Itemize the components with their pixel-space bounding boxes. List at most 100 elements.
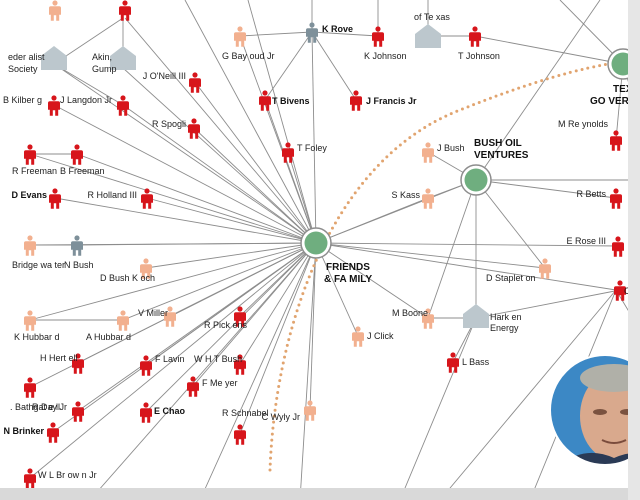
- person-icon: [117, 310, 129, 331]
- person-label-kass: S Kass: [391, 190, 420, 200]
- hub-bush-oil-label-2: VENTURES: [474, 150, 529, 161]
- person-label-schnabel: R Schnabel: [222, 408, 269, 418]
- org-akin-gump-label-2: Gump: [92, 64, 117, 74]
- people-layer: G Bay oud Jr K Rove K Johnson T Johnson J O'…: [3, 0, 631, 489]
- person-label-kilberg: B Kilber g: [3, 95, 42, 105]
- person-icon: [24, 235, 36, 256]
- person-node-kilberg: B Kilber g: [3, 95, 60, 116]
- person-label-tjohnson: T Johnson: [458, 51, 500, 61]
- person-label-jclick: J Click: [367, 331, 394, 341]
- person-label-spogli: R Spogli: [152, 119, 186, 129]
- person-node-rfreeman: R Freeman: [12, 144, 57, 176]
- person-label-rfreeman: R Freeman: [12, 166, 57, 176]
- person-label-c-right: C: [624, 286, 631, 296]
- person-icon: [234, 424, 246, 445]
- person-label-nbush: N Bush: [64, 260, 94, 270]
- hub-friends-family-label-1: FRIENDS: [326, 262, 370, 273]
- person-node-foley: T Foley: [282, 142, 327, 163]
- person-label-bfreeman: B Freeman: [60, 166, 105, 176]
- person-icon: [71, 144, 83, 165]
- org-of-texas: of Te xas: [414, 12, 450, 48]
- person-label-reynolds: M Re ynolds: [558, 119, 609, 129]
- person-node-reynolds: M Re ynolds: [558, 119, 622, 151]
- person-node-khubbard: K Hubbar d: [14, 310, 60, 342]
- person-node-whtbush: W H T Bush: [194, 354, 246, 375]
- person-icon: [187, 376, 199, 397]
- org-harken-label-2: Energy: [490, 323, 519, 333]
- connection-lines: [29, 0, 640, 500]
- person-label-holland: R Holland III: [87, 190, 137, 200]
- person-label-bayoud: G Bay oud Jr: [222, 51, 275, 61]
- person-node-spogli: R Spogli: [152, 118, 200, 139]
- person-node-devans: D Evans: [11, 188, 61, 209]
- person-label-whtbush: W H T Bush: [194, 354, 242, 364]
- person-icon: [447, 352, 459, 373]
- person-label-hhertell: H Hert ell: [40, 353, 78, 363]
- person-node-hhertell: H Hert ell: [40, 353, 84, 374]
- person-label-lbass: L Bass: [462, 357, 490, 367]
- person-label-fmeyer: F Me yer: [202, 378, 238, 388]
- hub-texas-gov-label-1: TEX: [613, 84, 633, 95]
- dotted-arc: [268, 60, 622, 472]
- org-harken-label-1: Hark en: [490, 312, 522, 322]
- person-node-tjohnson: T Johnson: [458, 26, 500, 61]
- org-federalist-society: eder alist Society: [8, 46, 67, 74]
- person-node-fmeyer: F Me yer: [187, 376, 238, 397]
- person-label-bivens: T Bivens: [272, 96, 310, 106]
- person-node-bayoud: G Bay oud Jr: [222, 26, 275, 61]
- person-label-kjohnson: K Johnson: [364, 51, 407, 61]
- person-node-wlbrown: W L Br ow n Jr: [24, 468, 97, 489]
- person-node-stapleton: D Staplet on: [486, 258, 551, 283]
- hub-bush-oil-label-1: BUSH OIL: [474, 138, 522, 149]
- person-label-flavin: F Lavin: [155, 354, 185, 364]
- person-label-vmiller: V Miller: [138, 308, 168, 318]
- person-icon: [117, 95, 129, 116]
- person-label-francis: J Francis Jr: [366, 96, 417, 106]
- hub-friends-family-label-2: & FA MILY: [324, 274, 372, 285]
- person-node-erose: E Rose III: [566, 236, 624, 257]
- person-label-khubbard: K Hubbar d: [14, 332, 60, 342]
- person-icon: [469, 26, 481, 47]
- org-akin-gump-label-1: Akin,: [92, 52, 112, 62]
- person-icon: [372, 26, 384, 47]
- org-of-texas-label: of Te xas: [414, 12, 450, 22]
- person-node-jclick: J Click: [352, 326, 394, 347]
- person-label-cwyly: C Wyly Jr: [262, 412, 300, 422]
- person-label-devans: D Evans: [11, 190, 47, 200]
- person-node-echao: E Chao: [140, 402, 186, 423]
- person-label-wlbrown: W L Br ow n Jr: [38, 470, 97, 480]
- frame-right-border: [628, 0, 640, 500]
- person-icon: [612, 236, 624, 257]
- person-node-flavin: F Lavin: [140, 354, 185, 376]
- person-node-rpickens: R Pick ens: [204, 306, 248, 330]
- person-icon: [24, 310, 36, 331]
- hub-friends-family: FRIENDS & FA MILY: [300, 227, 372, 285]
- person-icon: [188, 118, 200, 139]
- person-icon: [47, 422, 59, 443]
- person-icon: [234, 26, 246, 47]
- org-federalist-label-1: eder alist: [8, 52, 45, 62]
- person-label-rdayjr: R Day Jr: [32, 402, 67, 412]
- hub-texas-gov-label-2: GO VERN: [590, 96, 636, 107]
- org-federalist-label-2: Society: [8, 64, 38, 74]
- person-node-holland: R Holland III: [87, 188, 153, 209]
- person-node-betts: R Betts: [576, 188, 622, 209]
- person-icon: [72, 401, 84, 422]
- person-node-francis: J Francis Jr: [350, 90, 417, 111]
- person-node-bivens: T Bivens: [259, 90, 310, 111]
- frame-bottom-border: [0, 488, 640, 500]
- person-node-lbass: L Bass: [447, 352, 490, 373]
- person-label-stapleton: D Staplet on: [486, 273, 536, 283]
- person-node-bfreeman: B Freeman: [60, 144, 105, 176]
- person-label-rove: K Rove: [322, 24, 353, 34]
- person-node-vmiller: V Miller: [138, 306, 176, 327]
- person-label-rpickens: R Pick ens: [204, 320, 248, 330]
- person-node-oneill: J O'Neill III: [143, 71, 201, 93]
- person-label-mboone: M Boone: [392, 308, 428, 318]
- person-label-langdon: J Langdon Jr: [60, 95, 112, 105]
- person-icon: [422, 142, 434, 163]
- person-icon: [24, 144, 36, 165]
- org-akin-gump: Akin, Gump: [92, 46, 136, 74]
- person-icon: [140, 402, 152, 423]
